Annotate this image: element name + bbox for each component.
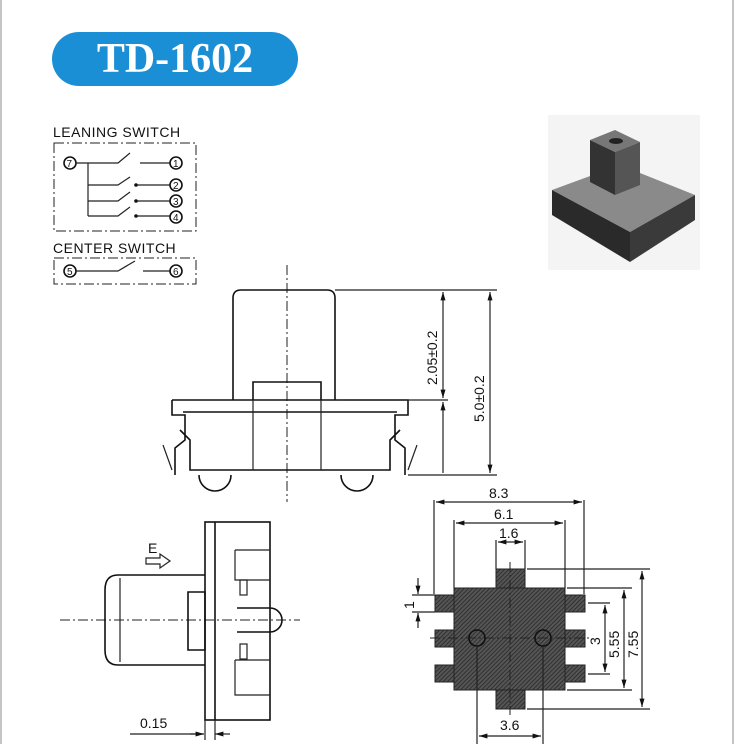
dim-post-spacing: 3.6 — [500, 717, 520, 733]
dim-width-body: 6.1 — [494, 506, 514, 522]
dim-overall-height: 7.55 — [625, 631, 641, 658]
pin-6-label: 6 — [173, 267, 179, 278]
front-view: 2.05±0.2 5.0±0.2 — [162, 265, 497, 502]
dim-pad-width: 1 — [401, 601, 417, 609]
model-title-badge: TD-1602 — [52, 32, 298, 86]
direction-arrow-icon — [145, 552, 172, 570]
footprint-view: 8.3 6.1 1.6 1 3 5.55 7.55 3.6 — [401, 485, 650, 744]
pin-2-label: 2 — [173, 181, 179, 192]
dim-body-height: 5.55 — [606, 631, 622, 658]
dim-total-height: 5.0±0.2 — [471, 375, 487, 422]
pin-4-label: 4 — [173, 213, 179, 224]
leaning-switch-label: LEANING SWITCH — [53, 124, 181, 140]
dim-width-overall: 8.3 — [489, 485, 509, 501]
side-view: E 0.15 — [60, 521, 300, 740]
product-photo — [548, 115, 700, 270]
dim-stem-height: 2.05±0.2 — [424, 330, 440, 385]
direction-label: E — [148, 540, 157, 556]
pin-3-label: 3 — [173, 197, 179, 208]
center-switch-label: CENTER SWITCH — [53, 240, 176, 256]
switch-schematic: LEANING SWITCH 7 1 2 3 4 CENTER SWITCH 5… — [53, 124, 197, 285]
dim-tab-width: 1.6 — [499, 525, 519, 541]
dim-side-gap: 0.15 — [140, 715, 167, 731]
pin-5-label: 5 — [67, 267, 73, 278]
pin-1-label: 1 — [173, 159, 179, 170]
dim-pin-pitch: 3 — [587, 637, 603, 645]
pin-7-label: 7 — [67, 159, 73, 170]
